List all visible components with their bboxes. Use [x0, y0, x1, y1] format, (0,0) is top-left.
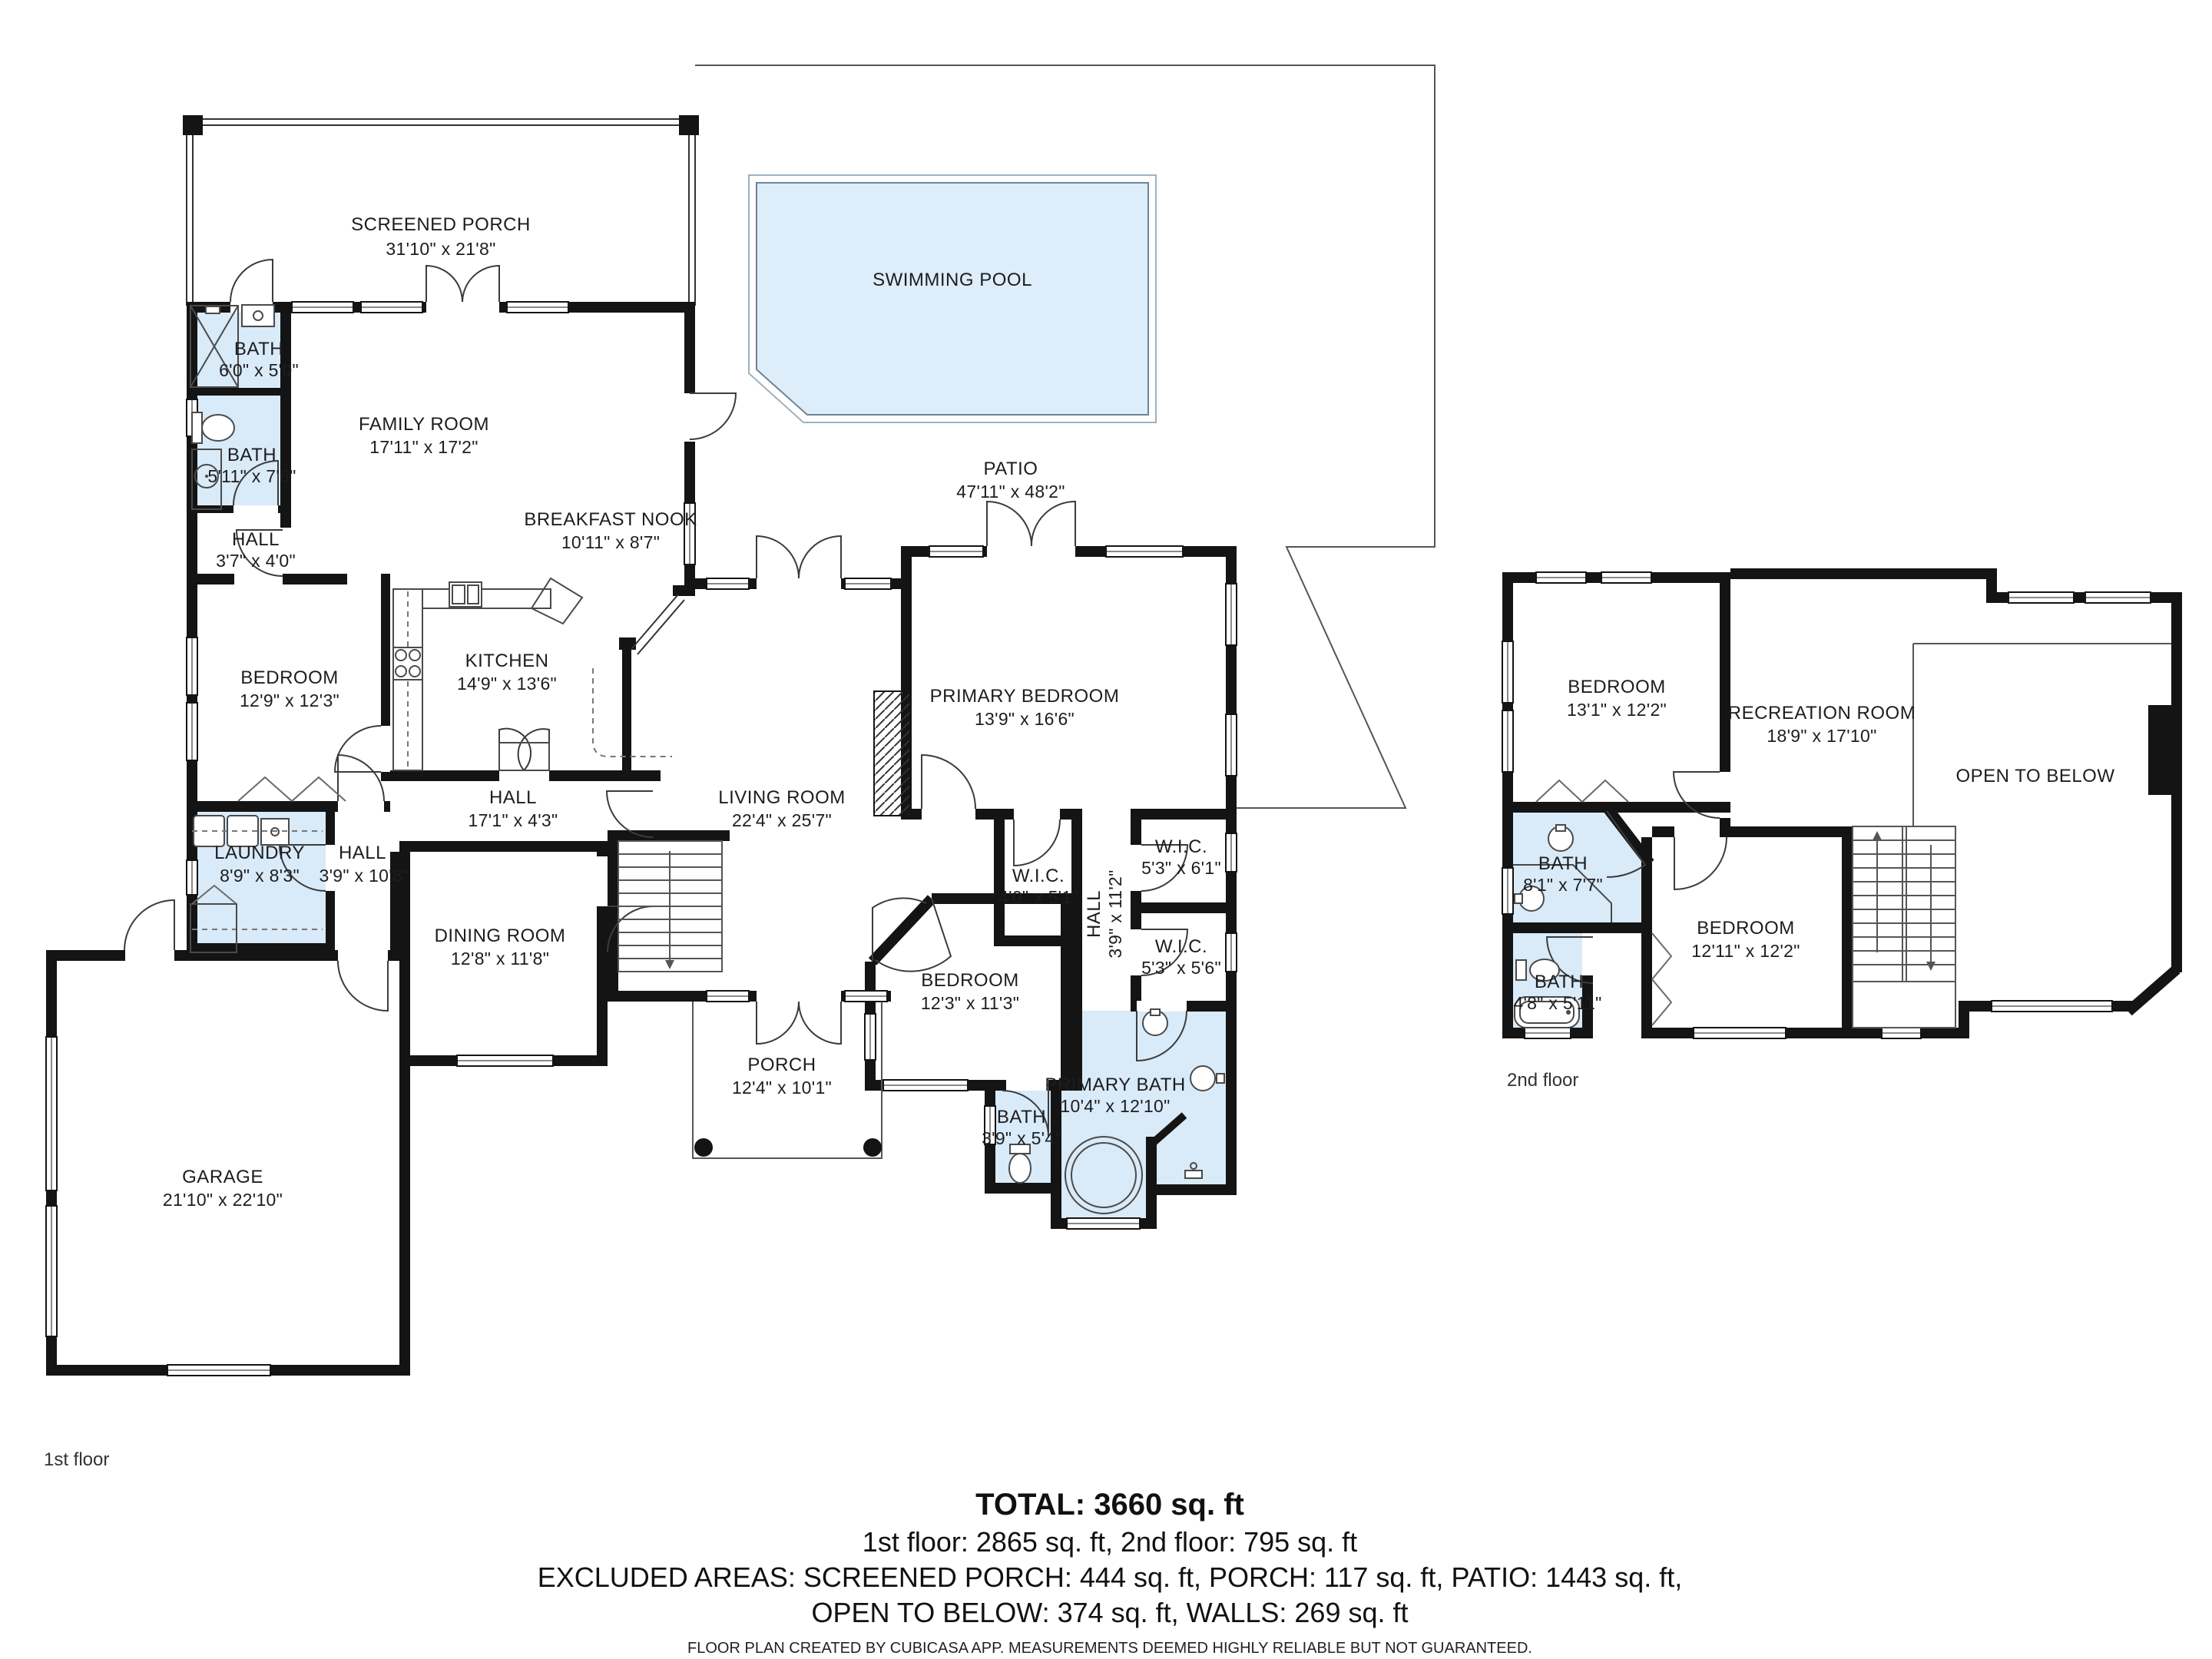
label-bath-2f1-dims: 8'1" x 7'7": [1523, 875, 1603, 895]
room-labels: SCREENED PORCH 31'10" x 21'8" SWIMMING P…: [44, 214, 2115, 1470]
label-dining-dims: 12'8" x 11'8": [451, 949, 549, 969]
label-hall-main-name: HALL: [489, 787, 537, 808]
label-family-room-name: FAMILY ROOM: [359, 414, 489, 435]
label-garage-dims: 21'10" x 22'10": [163, 1190, 283, 1210]
label-kitchen-dims: 14'9" x 13'6": [457, 674, 557, 694]
label-hall-bedroom-dims: 3'9" x 11'2": [1105, 869, 1125, 958]
windows-floor2: [1502, 571, 2151, 1039]
label-primary-bath-name: PRIMARY BATH: [1045, 1075, 1185, 1095]
label-wic-c-dims: 5'3" x 5'6": [1141, 958, 1221, 978]
label-primary-bedroom-dims: 13'9" x 16'6": [975, 709, 1075, 729]
label-screened-porch-name: SCREENED PORCH: [351, 214, 531, 235]
label-bath-2f2-dims: 4'8" x 5'11": [1513, 993, 1601, 1013]
label-hall-main-dims: 17'1" x 4'3": [469, 810, 558, 830]
label-kitchen-name: KITCHEN: [465, 651, 549, 671]
open-to-below-boundary: [1912, 643, 2171, 826]
screened-porch-structure: [183, 115, 699, 306]
fixtures-floor2: [1513, 779, 1673, 1028]
label-porch-dims: 12'4" x 10'1": [732, 1078, 832, 1098]
label-laundry-name: LAUNDRY: [214, 843, 305, 863]
label-bath-2f1-name: BATH: [1538, 853, 1588, 874]
label-open-to-below: OPEN TO BELOW: [1956, 766, 2115, 786]
label-bath-shower-name: BATH: [234, 339, 283, 359]
label-bedroom-2l-name: BEDROOM: [1568, 677, 1666, 697]
label-recreation-name: RECREATION ROOM: [1728, 703, 1916, 724]
summary-excluded-2: OPEN TO BELOW: 374 sq. ft, WALLS: 269 sq…: [811, 1597, 1408, 1628]
summary-excluded-1: EXCLUDED AREAS: SCREENED PORCH: 444 sq. …: [538, 1561, 1683, 1593]
summary-floors: 1st floor: 2865 sq. ft, 2nd floor: 795 s…: [863, 1526, 1357, 1558]
label-bath-front-dims: 3'9" x 5'4": [982, 1128, 1061, 1148]
doors-floor1: [124, 258, 1189, 1137]
label-breakfast-nook-name: BREAKFAST NOOK: [524, 509, 697, 530]
label-bath-front-name: BATH: [997, 1107, 1046, 1128]
label-bedroom-front-dims: 12'3" x 11'3": [921, 993, 1019, 1013]
label-hall-small-name: HALL: [232, 529, 280, 550]
label-hall-small-dims: 3'7" x 4'0": [216, 551, 296, 571]
label-bedroom-2r-dims: 12'11" x 12'2": [1691, 941, 1800, 961]
label-bedroom-front-name: BEDROOM: [921, 970, 1019, 991]
label-bath-shower-dims: 6'0" x 5'0": [219, 360, 299, 380]
label-family-room-dims: 17'11" x 17'2": [369, 437, 478, 457]
label-hall-laundry-dims: 3'9" x 10'8": [320, 866, 409, 886]
label-bedroom-2r-name: BEDROOM: [1697, 918, 1795, 939]
label-bedroom-left-dims: 12'9" x 12'3": [240, 690, 339, 710]
label-bedroom-2l-dims: 13'1" x 12'2": [1567, 700, 1667, 720]
label-recreation-dims: 18'9" x 17'10": [1767, 726, 1876, 746]
label-breakfast-nook-dims: 10'11" x 8'7": [561, 532, 660, 552]
label-floor2: 2nd floor: [1507, 1070, 1578, 1091]
label-primary-bedroom-name: PRIMARY BEDROOM: [930, 686, 1120, 707]
door-gaps-floor1: [125, 302, 1187, 1091]
label-wic-c-name: W.I.C.: [1155, 936, 1207, 957]
summary-disclaimer: FLOOR PLAN CREATED BY CUBICASA APP. MEAS…: [687, 1640, 1532, 1657]
label-living-name: LIVING ROOM: [718, 787, 846, 808]
label-bath-main-name: BATH: [227, 445, 276, 465]
label-dining-name: DINING ROOM: [435, 926, 566, 946]
label-hall-bedroom-name: HALL: [1084, 890, 1104, 938]
stairs-floor2: [1852, 826, 1956, 1028]
fixtures-floor1: [190, 304, 1225, 1214]
summary-total: TOTAL: 3660 sq. ft: [975, 1488, 1244, 1522]
label-garage-name: GARAGE: [182, 1167, 263, 1187]
label-living-dims: 22'4" x 25'7": [732, 810, 832, 830]
porch-structure: [692, 1002, 882, 1159]
label-wic-b-dims: 5'3" x 6'1": [1141, 858, 1221, 878]
label-wic-b-name: W.I.C.: [1155, 836, 1207, 857]
swimming-pool: [748, 174, 1157, 423]
label-patio-name: PATIO: [984, 459, 1038, 479]
label-primary-bath-dims: 10'4" x 12'10": [1060, 1096, 1170, 1116]
label-bedroom-left-name: BEDROOM: [240, 667, 339, 688]
stairs-floor1: [618, 840, 723, 972]
label-porch-name: PORCH: [747, 1055, 816, 1075]
patio-outline: [695, 65, 1435, 809]
label-wic-a-dims: 4'0" x 5'1": [998, 887, 1078, 907]
walls-floor2: [1502, 568, 2182, 1038]
label-bath-main-dims: 5'11" x 7'6": [207, 466, 296, 486]
label-screened-porch-dims: 31'10" x 21'8": [386, 239, 495, 259]
label-patio-dims: 47'11" x 48'2": [956, 482, 1065, 502]
summary-block: TOTAL: 3660 sq. ft 1st floor: 2865 sq. f…: [538, 1488, 1683, 1657]
label-hall-laundry-name: HALL: [339, 843, 386, 863]
label-bath-2f2-name: BATH: [1535, 972, 1584, 992]
label-laundry-dims: 8'9" x 8'3": [220, 866, 300, 886]
label-wic-a-name: W.I.C.: [1012, 866, 1065, 886]
label-pool: SWIMMING POOL: [873, 270, 1032, 290]
label-floor1: 1st floor: [44, 1449, 109, 1470]
